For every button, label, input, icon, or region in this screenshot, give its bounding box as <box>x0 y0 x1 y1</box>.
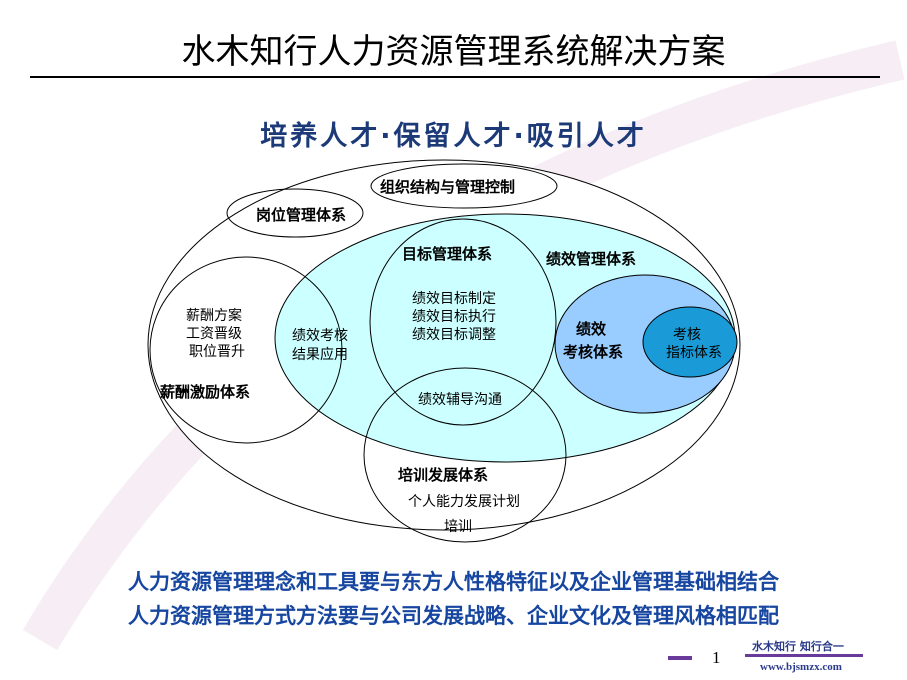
performance-label: 绩效管理体系 <box>546 250 637 268</box>
page-title: 水木知行人力资源管理系统解决方案 <box>181 32 726 72</box>
org-label: 组织结构与管理控制 <box>380 178 516 196</box>
org-ellipse <box>370 163 558 209</box>
comp-item: 职位晋升 <box>189 344 245 360</box>
footer-bar <box>668 656 692 660</box>
goal-item: 绩效目标执行 <box>412 309 496 325</box>
coaching-label: 绩效辅导沟通 <box>418 392 502 408</box>
training-item: 培训 <box>444 519 472 535</box>
post-label: 岗位管理体系 <box>256 206 347 224</box>
goal-label: 目标管理体系 <box>402 245 493 263</box>
training-item: 个人能力发展计划 <box>408 494 520 510</box>
training-label: 培训发展体系 <box>398 466 489 484</box>
result-app-label: 结果应用 <box>292 347 348 363</box>
comp-label: 薪酬激励体系 <box>160 383 251 401</box>
goal-circle <box>369 218 557 426</box>
bottom-line-1: 人力资源管理理念和工具要与东方人性格特征以及企业管理基础相结合 <box>128 570 779 594</box>
index-label: 指标体系 <box>666 345 722 361</box>
post-ellipse <box>226 188 364 238</box>
bottom-line-2: 人力资源管理方式方法要与公司发展战略、企业文化及管理风格相匹配 <box>128 604 779 628</box>
comp-circle <box>149 256 343 444</box>
page-number: 1 <box>712 648 721 667</box>
training-circle <box>363 367 567 543</box>
goal-item: 绩效目标制定 <box>412 291 496 307</box>
comp-item: 薪酬方案 <box>186 308 242 324</box>
assess-label: 考核体系 <box>563 343 624 361</box>
assess-label: 绩效 <box>576 320 607 338</box>
index-label: 考核 <box>673 327 701 343</box>
comp-item: 工资晋级 <box>186 326 242 342</box>
goal-item: 绩效目标调整 <box>412 327 496 343</box>
subtitle: 培养人才·保留人才·吸引人才 <box>260 121 647 152</box>
website-url: www.bjsmzx.com <box>760 661 842 673</box>
result-app-label: 绩效考核 <box>292 328 348 344</box>
footer-line <box>745 654 863 657</box>
title-divider <box>30 76 880 78</box>
index-ellipse <box>642 306 738 378</box>
brand-slogan: 水木知行 知行合一 <box>752 640 844 653</box>
